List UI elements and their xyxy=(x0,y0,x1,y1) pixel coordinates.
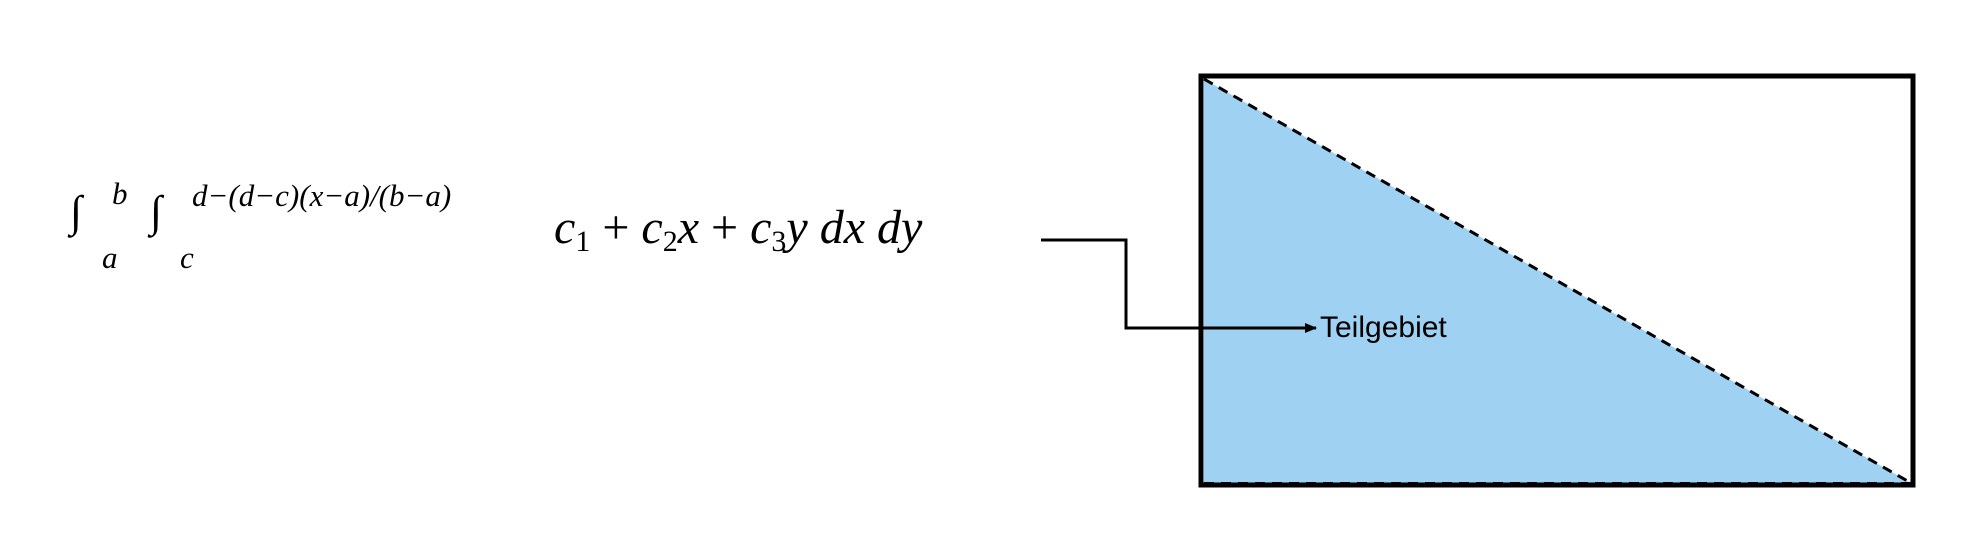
inner-lower-limit: c xyxy=(180,240,194,275)
domain-rectangle xyxy=(1198,73,1916,488)
region-label: Teilgebiet xyxy=(1320,311,1447,344)
coef-c1: c xyxy=(554,201,576,254)
subregion-triangle xyxy=(1204,79,1911,483)
coef-c3-sub: 3 xyxy=(771,225,787,258)
coef-c1-sub: 1 xyxy=(575,225,591,258)
var-x: x xyxy=(677,201,700,254)
inner-integral-sign: ∫ xyxy=(150,187,163,236)
plus-1: + xyxy=(590,201,642,254)
connector-arrow xyxy=(1041,238,1317,333)
outer-upper-limit: b xyxy=(112,176,128,211)
outer-integral-sign: ∫ xyxy=(70,187,83,236)
integrand: c1 + c2x + c3y dx dy xyxy=(554,200,923,258)
outer-lower-limit: a xyxy=(102,240,118,275)
plus-2: + xyxy=(699,201,751,254)
inner-upper-limit: d−(d−c)(x−a)/(b−a) xyxy=(192,178,452,213)
differentials: dx dy xyxy=(819,201,923,254)
var-y: y xyxy=(786,201,808,254)
coef-c3: c xyxy=(750,201,772,254)
coef-c2-sub: 2 xyxy=(662,225,678,258)
coef-c2: c xyxy=(641,201,663,254)
